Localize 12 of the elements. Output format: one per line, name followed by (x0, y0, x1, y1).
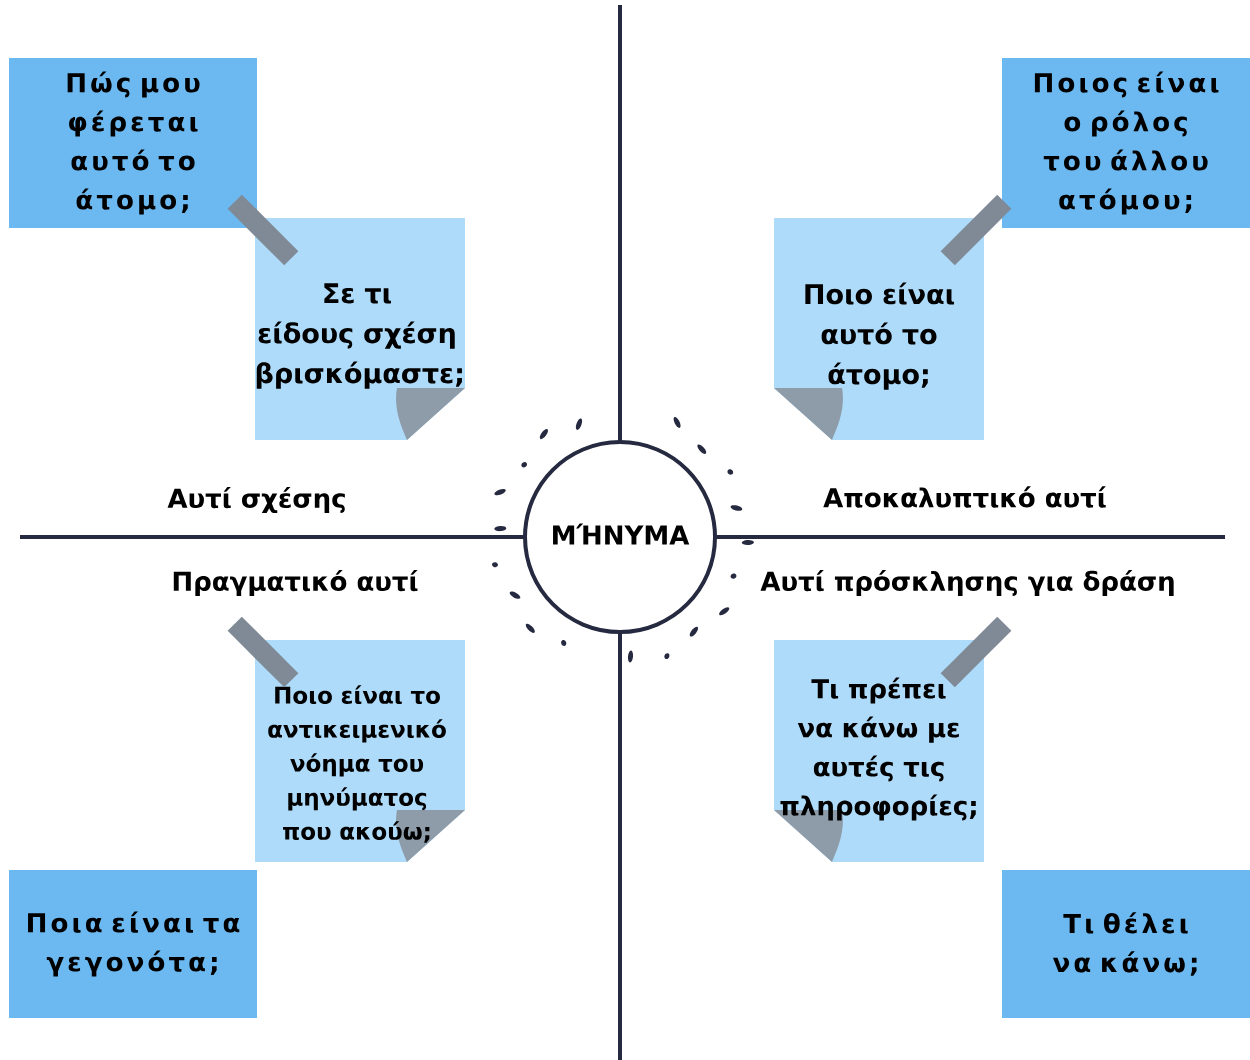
question-box: Ποιος είναι ο ρόλος του άλλου ατόμου; (1002, 58, 1250, 228)
sticky-note: Ποιο είναι αυτό το άτομο; (774, 218, 984, 440)
sticky-note: Τι πρέπει να κάνω με αυτές τις πληροφορίες; (774, 640, 984, 862)
sticky-note: Ποιο είναι το αντικειμενικό νόημα του μηνύματος που ακούω; (255, 640, 465, 862)
ear-label: Αυτί πρόσκλησης για δράση (760, 569, 1174, 597)
question-box: Ποια είναι τα γεγονότα; (9, 870, 257, 1018)
ear-label: Αποκαλυπτικό αυτί (823, 486, 1106, 508)
question-box: Πώς μου φέρεται αυτό το άτομο; (9, 58, 257, 228)
sticky-note: Σε τι είδους σχέση βρισκόμαστε; (255, 218, 465, 440)
ear-label: Πραγματικό αυτί (173, 569, 418, 597)
question-box: Τι θέλει να κάνω; (1002, 870, 1250, 1018)
ear-label: Αυτί σχέσης (167, 486, 345, 514)
